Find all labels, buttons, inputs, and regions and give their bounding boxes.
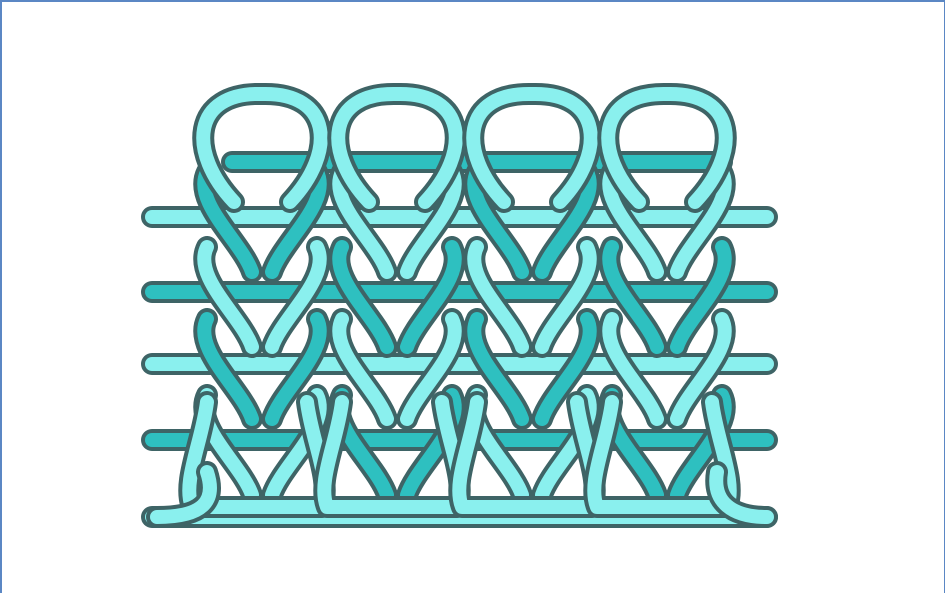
bottom-curl-right bbox=[716, 472, 767, 517]
top-loop-head-1 bbox=[203, 94, 321, 202]
top-loop-head-4 bbox=[608, 94, 726, 202]
top-loop-head-2 bbox=[338, 94, 456, 202]
top-loop-head-3 bbox=[473, 94, 591, 202]
